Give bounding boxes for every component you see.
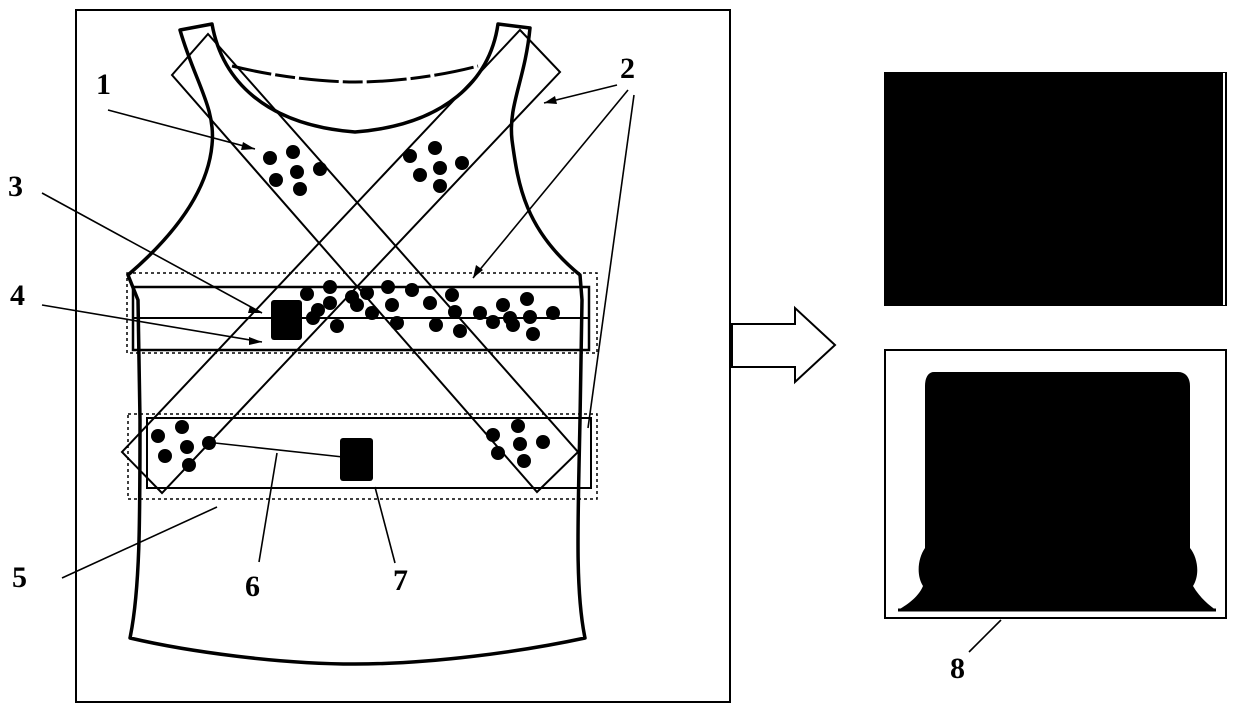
label-5: 5: [12, 561, 27, 594]
label-3: 3: [8, 170, 23, 203]
leader-lines: [42, 85, 1001, 652]
electrode-cluster-upper-right: [403, 141, 469, 193]
label-1: 1: [96, 68, 111, 101]
electrode-cluster-chest-band: [300, 280, 560, 341]
electrode-cluster-lower-left: [151, 420, 216, 472]
display-top: [885, 73, 1226, 305]
hollow-arrow: [732, 308, 835, 382]
electrode-cluster-upper-left: [263, 145, 327, 196]
vest-neck-inner: [232, 66, 478, 82]
module-upper: [271, 300, 302, 340]
label-7: 7: [393, 564, 408, 597]
label-6: 6: [245, 570, 260, 603]
label-4: 4: [10, 279, 25, 312]
label-2: 2: [620, 52, 635, 85]
vest-outline: [128, 24, 585, 664]
device-bottom-screen: [898, 372, 1216, 610]
label-8: 8: [950, 652, 965, 685]
module-lower: [340, 438, 373, 481]
